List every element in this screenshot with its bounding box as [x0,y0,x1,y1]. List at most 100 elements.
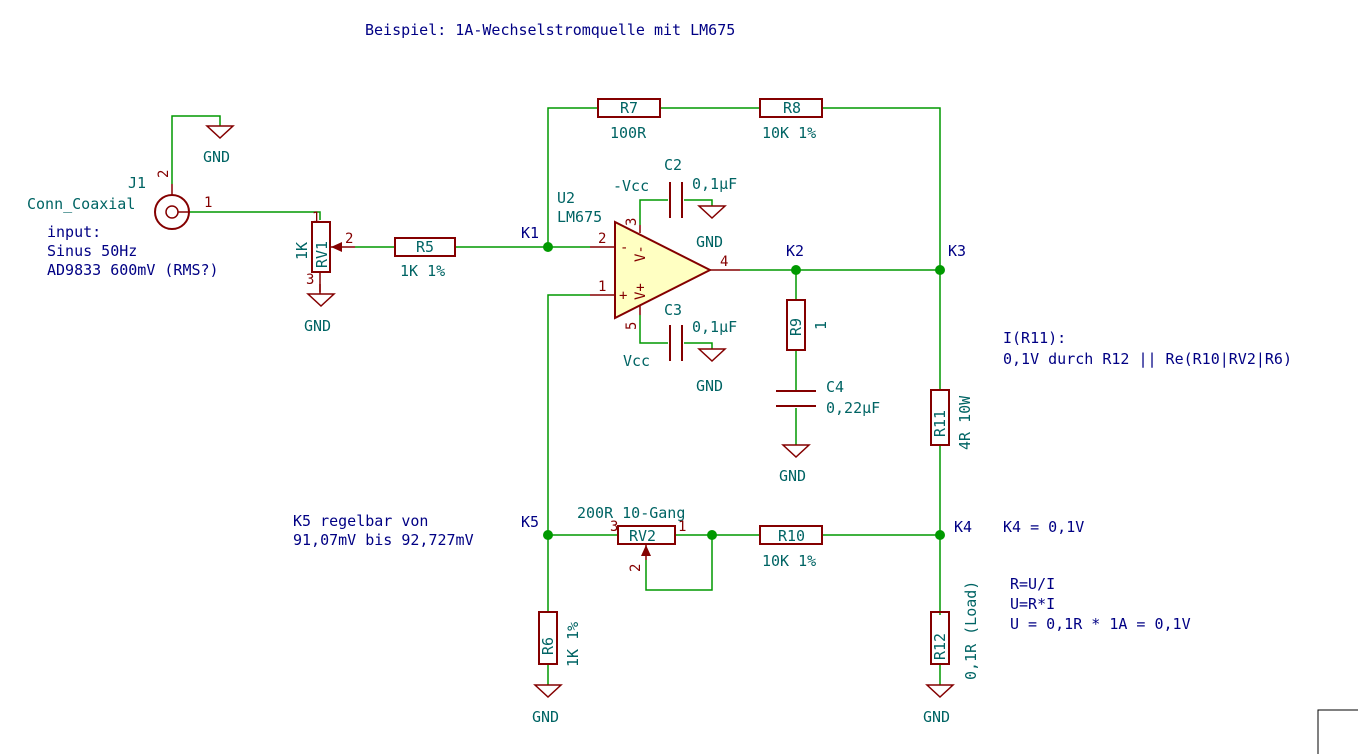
r9-ref: R9 [787,318,805,336]
r5-value: 1K 1% [400,262,445,280]
current-note: I(R11): 0,1V durch R12 || Re(R10|RV2|R6) [1003,329,1292,368]
rv1-pin3: 3 [306,272,314,288]
rv1-potentiometer[interactable]: RV1 1K 1 2 3 [293,210,355,292]
k5-note-line-1: K5 regelbar von [293,512,428,530]
net-labels: K1 K2 K3 K4 K5 [521,224,972,536]
c2-value: 0,1µF [692,175,737,193]
junction-k5 [543,530,553,540]
r7-resistor[interactable]: R7 100R [597,98,661,142]
r11-ref: R11 [931,410,949,437]
c2-capacitor[interactable]: C2 0,1µF [664,156,737,218]
title: Beispiel: 1A-Wechselstromquelle mit LM67… [365,21,735,39]
ohm-note: R=U/I U=R*I U = 0,1R * 1A = 0,1V [1010,575,1191,633]
r7-value: 100R [610,124,647,142]
input-note: input: Sinus 50Hz AD9833 600mV (RMS?) [47,223,219,279]
r12-ref: R12 [931,633,949,660]
r11-value: 4R 10W [956,395,974,450]
c4-capacitor[interactable]: C4 0,22µF [776,378,880,417]
k5-note: K5 regelbar von 91,07mV bis 92,727mV [293,512,474,549]
sheet-frame-corner [1317,709,1358,754]
input-note-line-1: input: [47,223,101,241]
gnd-label-r6: GND [532,708,559,726]
r10-value: 10K 1% [762,552,816,570]
u2-pin1: 1 [598,279,606,295]
u2-opamp[interactable]: U2 LM675 - + V- V+ 1 2 3 4 5 [557,189,740,330]
k5-note-line-2: 91,07mV bis 92,727mV [293,531,474,549]
junction-k1 [543,242,553,252]
gnd-symbol-c4: GND [779,444,811,485]
gnd-symbol-r6: GND [532,684,563,726]
r10-ref: R10 [778,527,805,545]
gnd-symbol-c3: GND [696,348,727,395]
r5-resistor[interactable]: R5 1K 1% [394,237,456,280]
gnd-symbol-j1: GND [203,125,235,166]
j1-coax-connector[interactable]: J1 Conn_Coaxial 1 2 [27,170,212,230]
gnd-symbol-c2: GND [696,205,727,251]
r12-value: 0,1R (Load) [962,581,980,680]
junction-k4 [935,530,945,540]
rv2-pin3: 3 [610,519,618,535]
gnd-label-c3: GND [696,377,723,395]
ohm-note-line-1: R=U/I [1010,575,1055,593]
k4-note: K4 = 0,1V [1003,518,1084,536]
u2-pin4: 4 [720,254,728,270]
gnd-symbols: GND GND GND GND GND GND G [203,125,955,726]
net-label-k5: K5 [521,513,539,531]
c4-value: 0,22µF [826,399,880,417]
r9-resistor[interactable]: R9 1 [786,299,830,351]
junction-k3 [935,265,945,275]
gnd-symbol-r12: GND [923,684,955,726]
c4-ref: C4 [826,378,844,396]
rv2-potentiometer[interactable]: RV2 200R 10-Gang 1 2 3 [577,504,686,572]
gnd-label-r12: GND [923,708,950,726]
rv1-pin2: 2 [345,231,353,247]
net-label-k3: K3 [948,242,966,260]
r6-resistor[interactable]: R6 1K 1% [538,611,582,667]
net-label-k1: K1 [521,224,539,242]
r6-value: 1K 1% [564,622,582,667]
j1-value: Conn_Coaxial [27,195,135,213]
u2-plus: + [619,288,627,304]
ohm-note-line-2: U=R*I [1010,595,1055,613]
c3-capacitor[interactable]: C3 0,1µF [664,301,737,361]
gnd-label-c4: GND [779,467,806,485]
input-note-line-3: AD9833 600mV (RMS?) [47,261,219,279]
current-note-line-1: I(R11): [1003,329,1066,347]
junction-rv2-wiper [707,530,717,540]
u2-pin3: 3 [624,218,640,226]
r5-ref: R5 [416,238,434,256]
c2-ref: C2 [664,156,682,174]
rv1-value: 1K [293,242,311,260]
rv1-pin1: 1 [312,210,320,226]
u2-value: LM675 [557,208,602,226]
pos-supply-label: Vcc [623,352,650,370]
r8-value: 10K 1% [762,124,816,142]
net-label-k4: K4 [954,518,972,536]
junctions [543,242,945,540]
gnd-symbol-rv1: GND [304,284,336,335]
c3-value: 0,1µF [692,318,737,336]
rv2-value: 200R 10-Gang [577,504,685,522]
ohm-note-line-3: U = 0,1R * 1A = 0,1V [1010,615,1191,633]
input-note-line-2: Sinus 50Hz [47,242,137,260]
junction-k2 [791,265,801,275]
c3-ref: C3 [664,301,682,319]
wires [171,107,941,685]
r11-resistor[interactable]: R11 4R 10W [930,389,974,450]
j1-ref: J1 [128,174,146,192]
rv2-pin2: 2 [628,564,644,572]
r10-resistor[interactable]: R10 10K 1% [759,525,823,570]
r7-ref: R7 [620,99,638,117]
rv1-ref: RV1 [313,241,331,268]
r8-resistor[interactable]: R8 10K 1% [759,98,823,142]
neg-supply-label: -Vcc [613,177,649,195]
net-label-k2: K2 [786,242,804,260]
gnd-label-c2: GND [696,233,723,251]
j1-pin2: 2 [156,170,172,178]
u2-vplus: V+ [633,283,649,300]
gnd-label-rv1: GND [304,317,331,335]
r9-value: 1 [812,321,830,330]
r12-resistor[interactable]: R12 0,1R (Load) [930,581,980,680]
u2-minus: - [620,240,628,256]
